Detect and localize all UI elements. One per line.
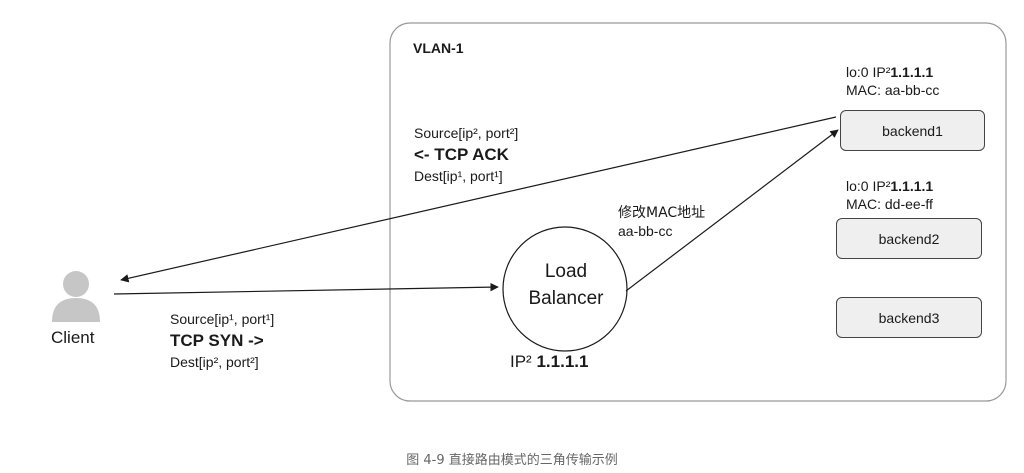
backend2-lo-ip: 1.1.1.1 [890,178,934,194]
load-balancer-line2: Balancer [528,288,604,309]
backend2-lo-line: lo:0 IP²1.1.1.1 [846,177,933,195]
ack-source: Source[ip², port²] [414,125,519,141]
load-balancer-node [502,226,628,352]
mac-rewrite-value: aa-bb-cc [618,223,673,239]
backend1-lo-prefix: lo:0 IP² [846,64,891,80]
vlan-container [389,22,1007,402]
syn-label: TCP SYN -> [170,331,264,350]
syn-source: Source[ip¹, port¹] [170,311,275,327]
backend2-box: backend2 [836,218,982,259]
backend1-mac: MAC: aa-bb-cc [846,82,940,98]
backend1-lo-ip: 1.1.1.1 [890,64,934,80]
load-balancer-ip: IP² 1.1.1.1 [510,352,588,372]
vlan-label: VLAN-1 [413,40,464,56]
load-balancer-label: Load Balancer [510,258,622,312]
client-label: Client [51,328,95,347]
ack-arrow [120,116,837,283]
backend2-lo-prefix: lo:0 IP² [846,178,891,194]
figure-caption: 图 4-9 直接路由模式的三角传输示例 [406,453,618,468]
syn-arrow [113,282,499,295]
backend1-lo-line: lo:0 IP²1.1.1.1 [846,63,933,81]
ack-dest: Dest[ip¹, port¹] [414,168,503,184]
backend3-box: backend3 [836,297,982,338]
lb-to-backend1-arrow [625,129,839,292]
load-balancer-line1: Load [544,261,588,282]
load-balancer-ip-prefix: IP² [510,352,532,371]
mac-rewrite-label: 修改MAC地址 [618,205,706,221]
syn-dest: Dest[ip², port²] [170,354,259,370]
load-balancer-ip-value: 1.1.1.1 [536,352,589,371]
ack-label: <- TCP ACK [414,145,509,164]
backend2-mac: MAC: dd-ee-ff [846,196,933,212]
backend1-box: backend1 [840,110,985,151]
person-icon [52,271,100,322]
